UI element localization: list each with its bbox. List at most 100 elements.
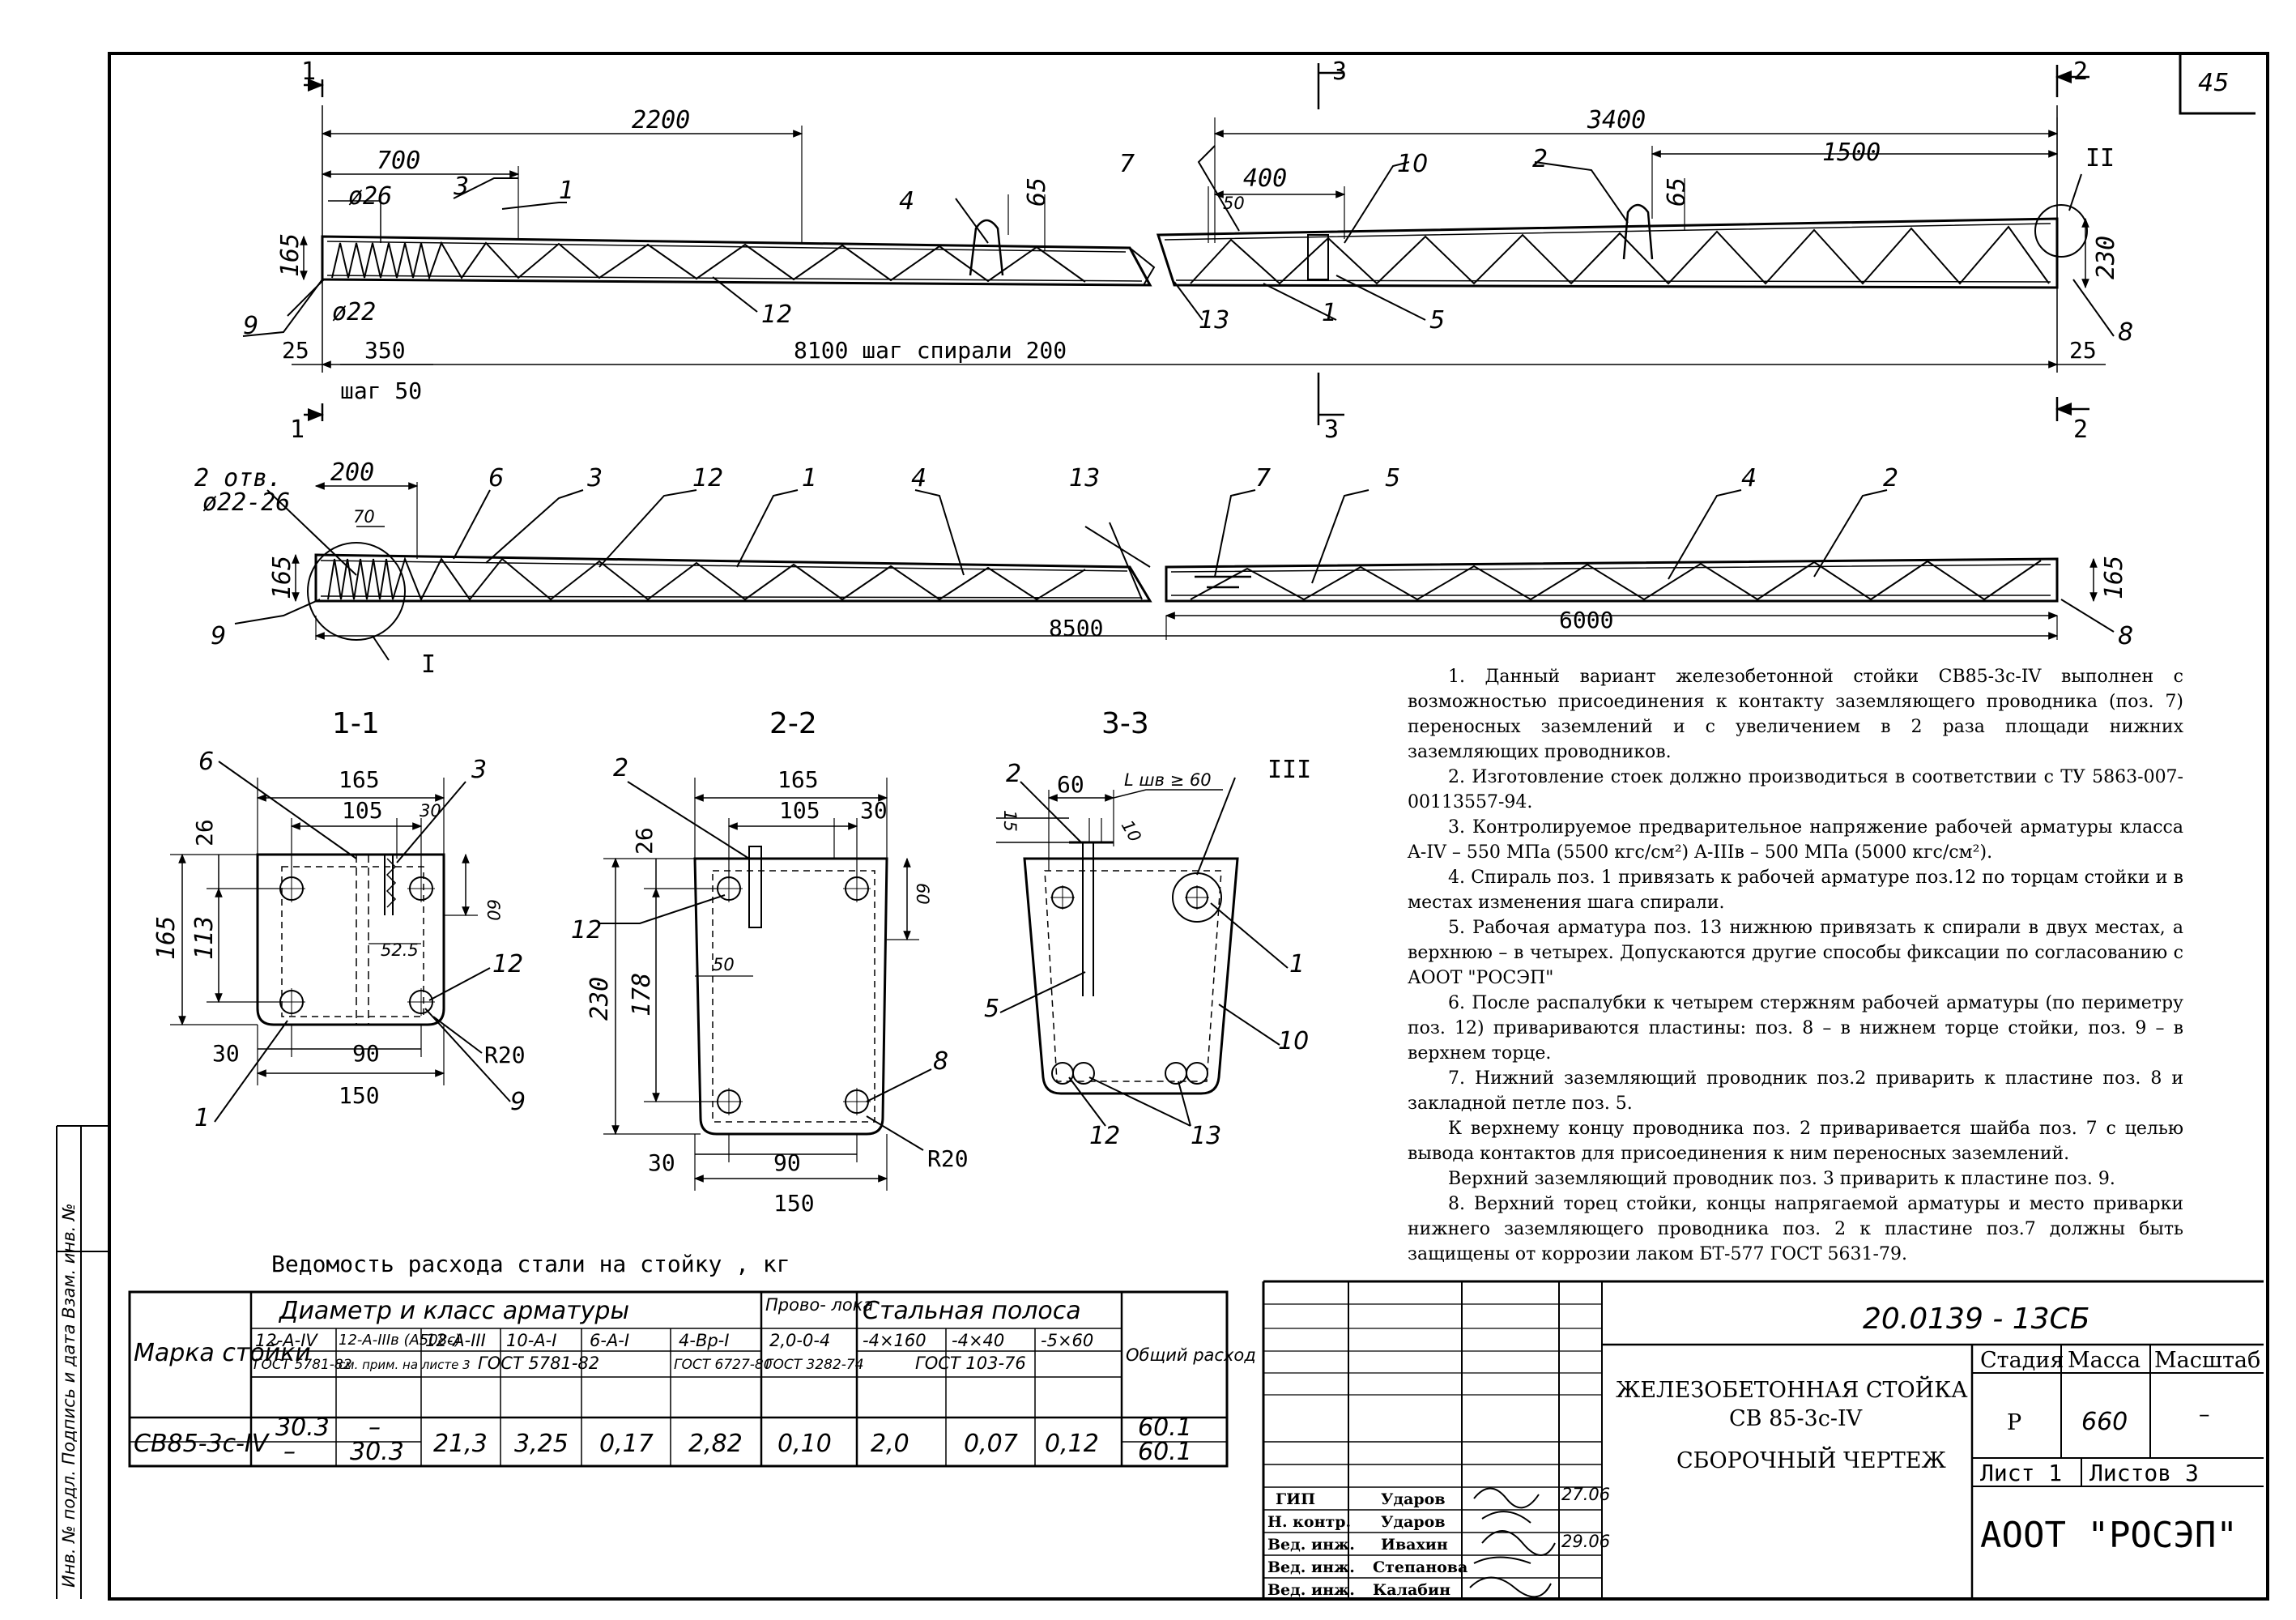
s11-dim-165-v: 165 (152, 916, 181, 960)
dim-400: 400 (1243, 164, 1287, 193)
s33-pos-2: 2 (1006, 760, 1021, 788)
company-name: АООТ "РОСЭП" (1980, 1515, 2238, 1556)
name-3: Ивахин (1381, 1536, 1448, 1554)
name-4: Степанова (1373, 1558, 1467, 1576)
s33-pos-5: 5 (984, 995, 999, 1023)
s11-pos-3: 3 (471, 756, 487, 784)
cut-1-bottom: 1 (290, 416, 305, 444)
gost-6727: ГОСТ 6727-80 (674, 1357, 773, 1373)
role-vedinzh-2: Вед. инж. (1267, 1558, 1355, 1576)
dim-65-left: 65 (1023, 177, 1051, 207)
detail-III: III (1267, 756, 1311, 784)
dim-3400: 3400 (1587, 106, 1646, 134)
pos-1b-top: 1 (1322, 299, 1337, 327)
pos-10-top: 10 (1397, 150, 1428, 178)
dim-65-right: 65 (1663, 177, 1691, 207)
dim-8100-spiral: 8100 шаг спирали 200 (794, 337, 1067, 364)
object-line-3: СБОРОЧНЫЙ ЧЕРТЕЖ (1676, 1446, 1947, 1473)
gost-note: см. прим. на листе 3 (339, 1358, 471, 1372)
s11-pos-12: 12 (492, 950, 523, 978)
col-4x160: -4×160 (863, 1331, 926, 1350)
note-6: 6. После распалубки к четырем стержням р… (1408, 993, 2183, 1064)
pos-7-top: 7 (1119, 150, 1135, 178)
h-strip: Стальная полоса (863, 1297, 1081, 1325)
s22-pos-8: 8 (933, 1047, 948, 1076)
section-2-2-title: 2-2 (769, 707, 817, 740)
dim-70: 70 (353, 507, 375, 526)
s22-dim-165: 165 (777, 766, 819, 793)
col-4-Bp-I: 4-Bp-I (679, 1331, 729, 1350)
s22-dim-30: 30 (860, 797, 888, 824)
col-12-A-IV: 12-A-IV (255, 1331, 318, 1350)
pos-4-top: 4 (899, 187, 914, 215)
pos-3-bottom: 3 (587, 464, 603, 492)
section-3-3-title: 3-3 (1101, 707, 1149, 740)
steel-table: Марка стойки Диаметр и класс арматуры Пр… (128, 1290, 1256, 1468)
note-4: 4. Спираль поз. 1 привязать к рабочей ар… (1408, 868, 2183, 913)
total-1: 60.1 (1138, 1413, 1192, 1442)
h-wire: Прово- лока (765, 1295, 873, 1315)
s22-dim-230: 230 (586, 977, 614, 1021)
pos-3-top: 3 (454, 173, 469, 201)
role-vedinzh-1: Вед. инж. (1267, 1536, 1355, 1554)
s11-pos-9: 9 (510, 1088, 526, 1116)
pos-9-top: 9 (243, 312, 258, 340)
object-line-2: СВ 85-3с-IV (1729, 1406, 1863, 1431)
pos-1-top: 1 (559, 177, 574, 205)
pos-12-bottom: 12 (692, 464, 723, 492)
s11-dim-90: 90 (352, 1040, 380, 1067)
side-stamp-text: Инв. № подл. Подпись и дата Взам. инв. № (59, 1203, 79, 1588)
dim-25-right: 25 (2069, 337, 2097, 364)
column-elevation-bottom: 2 отв. ø22-26 200 70 165 8500 6000 165 I… (194, 458, 2133, 679)
note-3: 3. Контролируемое предварительное напряж… (1408, 817, 2183, 863)
pos-7-bottom: 7 (1255, 464, 1271, 492)
s11-pos-1: 1 (194, 1104, 210, 1132)
s22-dim-R20: R20 (927, 1145, 969, 1172)
mass-header: Масса (2068, 1348, 2141, 1373)
role-gip: ГИП (1276, 1490, 1315, 1508)
col-6-A-I: 6-A-I (590, 1331, 629, 1350)
date-2: 29.06 (1561, 1532, 1610, 1551)
dim-1500: 1500 (1822, 139, 1881, 167)
dim-d22-26: ø22-26 (202, 488, 290, 517)
pos-4b-bottom: 4 (1741, 464, 1757, 492)
dim-700: 700 (377, 147, 420, 175)
h-total: Общий расход (1126, 1345, 1256, 1365)
gost-5781-b: ГОСТ 5781-82 (478, 1354, 599, 1373)
r2-12AIIIv: 30.3 (350, 1438, 404, 1466)
pos-1-bottom: 1 (802, 464, 817, 492)
scale-header: Масштаб (2154, 1348, 2260, 1373)
h-mark-1: Марка стойки (134, 1339, 311, 1367)
name-1: Ударов (1381, 1490, 1446, 1508)
dim-2200: 2200 (632, 106, 690, 134)
note-7a: К верхнему концу проводника поз. 2 прива… (1408, 1119, 2183, 1164)
h-diam: Диаметр и класс арматуры (278, 1297, 629, 1325)
s33-dim-15: 15 (1000, 810, 1020, 832)
pos-2-top: 2 (1532, 145, 1548, 173)
s33-dim-10: 10 (1118, 817, 1145, 846)
s33-pos-12: 12 (1089, 1122, 1120, 1150)
scale-value: – (2199, 1402, 2210, 1427)
r1-12AIV: 30.3 (275, 1413, 330, 1442)
s11-pos-6: 6 (198, 748, 214, 776)
s22-dim-30-b: 30 (648, 1149, 675, 1176)
cut-1-top: 1 (301, 58, 316, 86)
s33-pos-13: 13 (1191, 1122, 1221, 1150)
s11-dim-105: 105 (342, 797, 383, 824)
s22-pos-2: 2 (613, 754, 628, 782)
detail-II: II (2085, 144, 2115, 173)
gost-3282: ГОСТ 3282-74 (765, 1357, 864, 1373)
col-12-A-III: 12-A-III (425, 1331, 486, 1350)
pos-2-bottom: 2 (1883, 464, 1898, 492)
dim-200: 200 (330, 458, 374, 487)
s11-dim-30: 30 (420, 801, 441, 821)
s11-dim-60: 60 (483, 899, 503, 921)
dim-8500: 8500 (1049, 615, 1103, 642)
object-line-1: ЖЕЛЕЗОБЕТОННАЯ СТОЙКА (1616, 1375, 1968, 1403)
document-code: 20.0139 - 13СБ (1863, 1302, 2089, 1336)
r1-12AIIIv: – (368, 1413, 381, 1442)
s33-pos-1: 1 (1289, 950, 1305, 978)
val-10AI: 3,25 (514, 1430, 569, 1458)
